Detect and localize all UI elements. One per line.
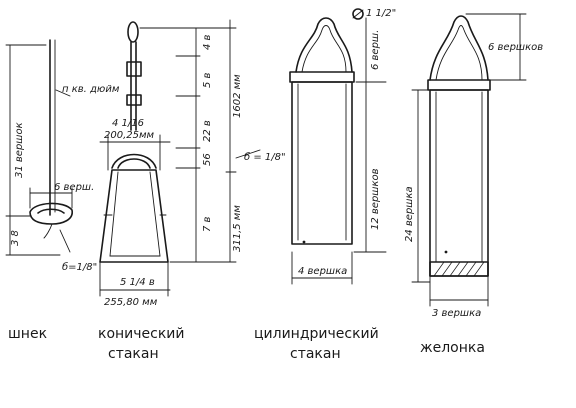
auger-blade-height-label: 3 8 <box>10 230 21 246</box>
conical-top-width-mm-label: 200,25мм <box>104 130 155 141</box>
caption-conical-line1: конический <box>98 326 185 342</box>
bailer-width-label: 3 вершка <box>432 308 481 319</box>
caption-bailer: желонка <box>420 340 485 356</box>
cylindrical-top-label: 6 верш. <box>370 30 381 70</box>
caption-conical-line2: стакан <box>108 346 159 362</box>
auger-width-label: 6 верш. <box>54 182 94 193</box>
cylindrical-figure <box>289 8 387 285</box>
conical-dim-4v: 4 в <box>202 34 213 50</box>
auger-height-label: 31 вершок <box>14 122 25 178</box>
caption-cylindrical-line1: цилиндрический <box>254 326 379 342</box>
auger-thickness-label: б=1/8" <box>62 261 97 273</box>
conical-bottom-width-label: 5 1/4 в <box>120 277 155 288</box>
cylindrical-pipe-label: 1 1/2" <box>366 8 396 19</box>
auger-figure <box>5 39 73 256</box>
caption-cylindrical-line2: стакан <box>290 346 341 362</box>
conical-lower-mm-label: 311,5 мм <box>232 205 243 252</box>
conical-dim-7v: 7 в <box>202 216 213 232</box>
bailer-height-label: 24 вершка <box>404 186 415 242</box>
bailer-figure <box>411 13 527 307</box>
conical-top-width-label: 4 1/16 <box>112 118 144 129</box>
cylindrical-height-label: 12 вершков <box>370 168 381 230</box>
conical-dim-5v: 5 в <box>202 72 213 88</box>
cylindrical-width-label: 4 вершка <box>298 266 347 277</box>
auger-rod-label: п кв. дюйм <box>62 84 120 95</box>
bailer-valve-hatch <box>433 261 485 277</box>
conical-figure <box>99 19 261 297</box>
conical-bottom-width-mm-label: 255,80 мм <box>104 297 158 308</box>
caption-auger: шнек <box>8 326 47 342</box>
conical-thickness-label: б = 1/8" <box>244 151 286 163</box>
conical-dim-22v: 22 в <box>202 120 213 142</box>
conical-dim-56: 56 <box>202 153 213 166</box>
conical-total-mm-label: 1602 мм <box>232 74 243 118</box>
bailer-top-label: 6 вершков <box>488 42 543 53</box>
